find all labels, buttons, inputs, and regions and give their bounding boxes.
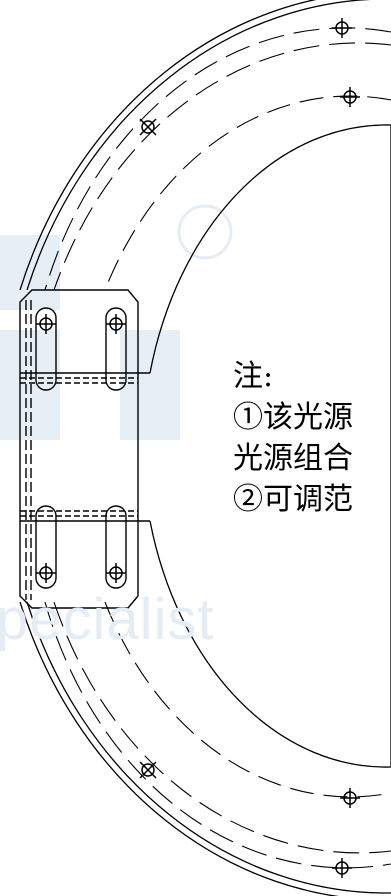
note-title: 注:: [233, 359, 274, 394]
watermark-logo: [0, 235, 180, 440]
note-line-1: ①该光源: [233, 400, 353, 435]
registered-mark-circle: [177, 204, 233, 260]
screw-hole: [106, 314, 126, 334]
bolt-circle-dashed: [44, 27, 391, 869]
ring-outline: [19, 0, 391, 896]
screw-hole: [340, 87, 360, 107]
screw-hole: [332, 18, 352, 38]
watermark-text: pecialist: [0, 587, 215, 652]
screw-hole: [36, 314, 56, 334]
screw-hole: [106, 563, 126, 583]
screw-hole: [332, 858, 352, 878]
screw-hole: [139, 761, 157, 779]
screw-hole: [36, 563, 56, 583]
screw-hole: [340, 788, 360, 808]
note-block: 注: ①该光源 光源组合 ②可调范: [233, 356, 353, 520]
adjustment-slots: [35, 307, 127, 589]
note-line-3: ②可调范: [233, 482, 353, 517]
screw-holes: [36, 18, 360, 878]
note-line-2: 光源组合: [233, 441, 353, 476]
screw-hole: [139, 118, 157, 136]
connecting-plate: [19, 289, 150, 609]
